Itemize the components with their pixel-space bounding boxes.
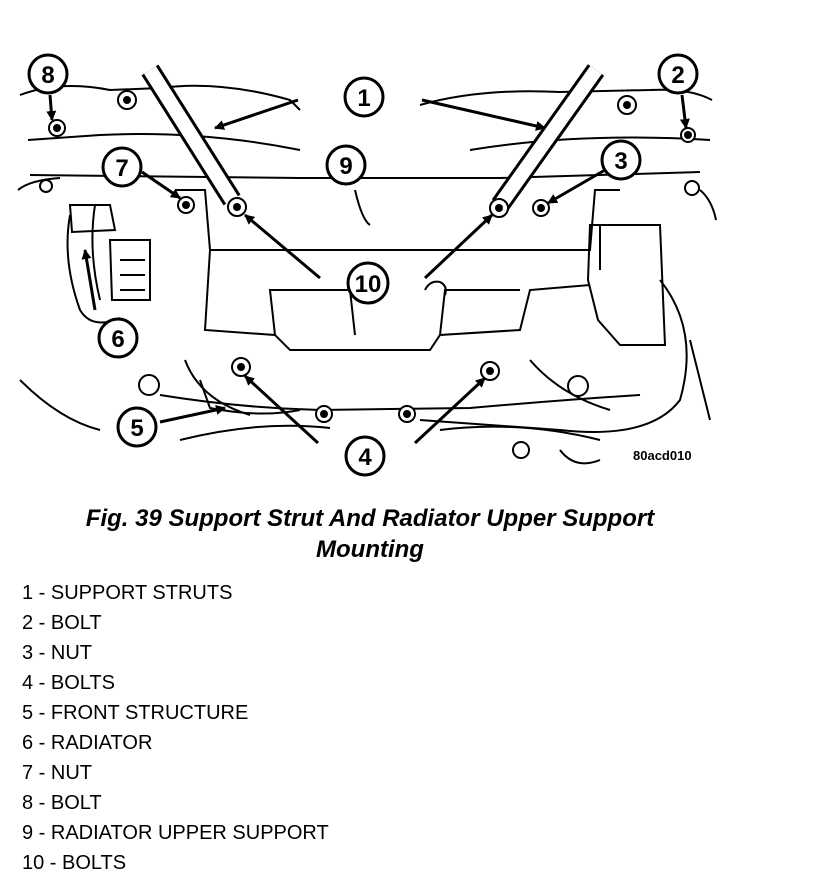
callout-8: 8 [27, 53, 69, 95]
svg-text:8: 8 [41, 62, 54, 89]
callout-10: 10 [346, 261, 390, 305]
callout-1: 1 [343, 76, 385, 118]
callout-9: 9 [325, 144, 367, 186]
svg-text:9: 9 [339, 153, 352, 180]
engine-compartment-drawing: 1 2 3 4 5 6 7 8 9 10 80acd010 [17, 53, 717, 477]
figure-39-illustration: 1 2 3 4 5 6 7 8 9 10 80acd010 [17, 53, 717, 477]
svg-text:6: 6 [111, 326, 124, 353]
svg-text:1: 1 [357, 85, 370, 112]
legend-item-8: 8 - BOLT [22, 792, 102, 814]
line-art [17, 84, 717, 465]
svg-text:4: 4 [358, 444, 372, 471]
callout-3: 3 [600, 139, 642, 181]
legend-item-10: 10 - BOLTS [22, 852, 127, 874]
callout-2: 2 [657, 53, 699, 95]
legend-item-9: 9 - RADIATOR UPPER SUPPORT [22, 822, 329, 844]
svg-text:5: 5 [130, 415, 143, 442]
callout-4: 4 [344, 435, 386, 477]
caption-line-2: Mounting [316, 536, 424, 563]
caption-line-1: Fig. 39 Support Strut And Radiator Upper… [85, 505, 655, 532]
svg-text:2: 2 [671, 62, 684, 89]
legend-item-4: 4 - BOLTS [22, 672, 115, 694]
support-struts [141, 64, 605, 211]
callout-6: 6 [97, 317, 139, 359]
legend-item-5: 5 - FRONT STRUCTURE [22, 702, 249, 724]
figure-code: 80acd010 [633, 448, 692, 463]
svg-text:10: 10 [355, 271, 382, 298]
callout-arrows [46, 94, 690, 445]
callout-5: 5 [116, 406, 158, 448]
svg-text:7: 7 [115, 155, 128, 182]
svg-text:3: 3 [614, 148, 627, 175]
legend-item-6: 6 - RADIATOR [22, 732, 153, 754]
callout-7: 7 [101, 146, 143, 188]
legend-item-2: 2 - BOLT [22, 612, 102, 634]
callout-9-leader [354, 189, 371, 226]
parts-legend: 1 - SUPPORT STRUTS 2 - BOLT 3 - NUT 4 - … [22, 578, 329, 878]
fastener-heads [39, 90, 700, 459]
legend-item-1: 1 - SUPPORT STRUTS [22, 582, 233, 604]
legend-item-3: 3 - NUT [22, 642, 92, 664]
figure-caption: Fig. 39 Support Strut And Radiator Upper… [0, 503, 740, 565]
legend-item-7: 7 - NUT [22, 762, 92, 784]
